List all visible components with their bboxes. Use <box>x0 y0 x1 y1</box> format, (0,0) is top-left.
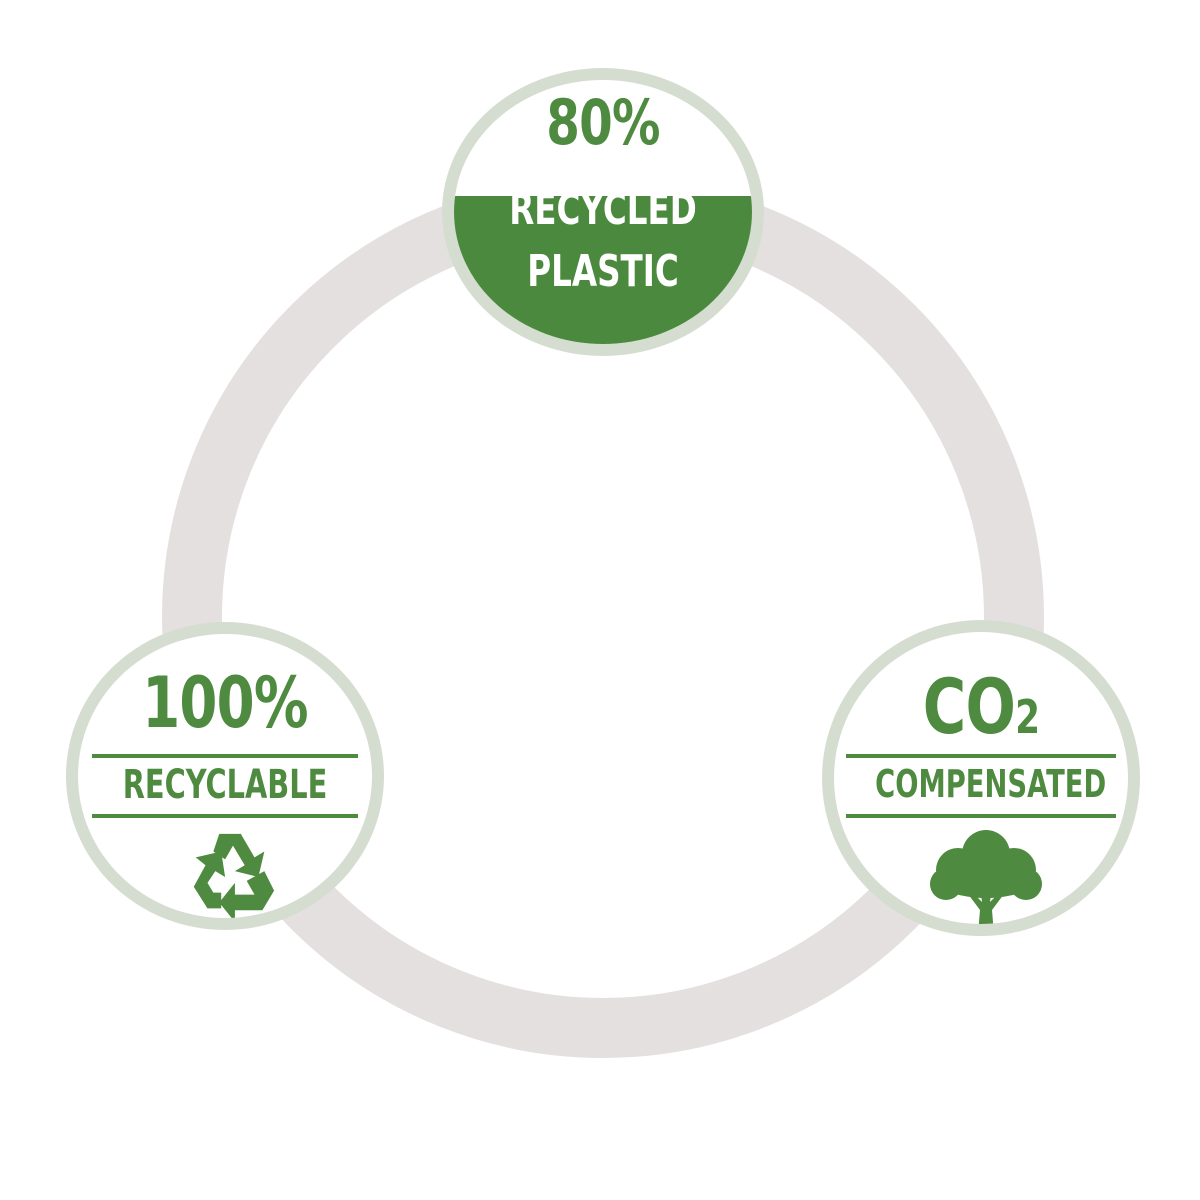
recyclable-badge: 100% RECYCLABLE <box>66 622 384 930</box>
recycle-icon <box>193 833 275 918</box>
recyclable-value: 100% <box>142 662 308 744</box>
divider-bottom <box>846 814 1116 818</box>
divider-top <box>92 754 358 758</box>
plastic-label: PLASTIC <box>527 246 679 297</box>
co2-subscript: 2 <box>1015 690 1040 744</box>
co2-value: CO2 <box>866 662 1095 751</box>
recycled-plastic-badge: 80% RECYCLED PLASTIC <box>442 68 764 356</box>
tree-icon <box>930 830 1042 924</box>
co2-text: CO <box>922 662 1016 751</box>
recycled-label: RECYCLED <box>509 184 697 235</box>
recyclable-label: RECYCLABLE <box>122 762 328 808</box>
divider-top <box>846 754 1116 758</box>
compensated-label: COMPENSATED <box>875 762 1107 806</box>
co2-badge: CO2 COMPENSATED <box>822 620 1140 936</box>
badge-fill <box>454 196 752 344</box>
divider-bottom <box>92 814 358 818</box>
recycled-plastic-value: 80% <box>546 86 660 159</box>
